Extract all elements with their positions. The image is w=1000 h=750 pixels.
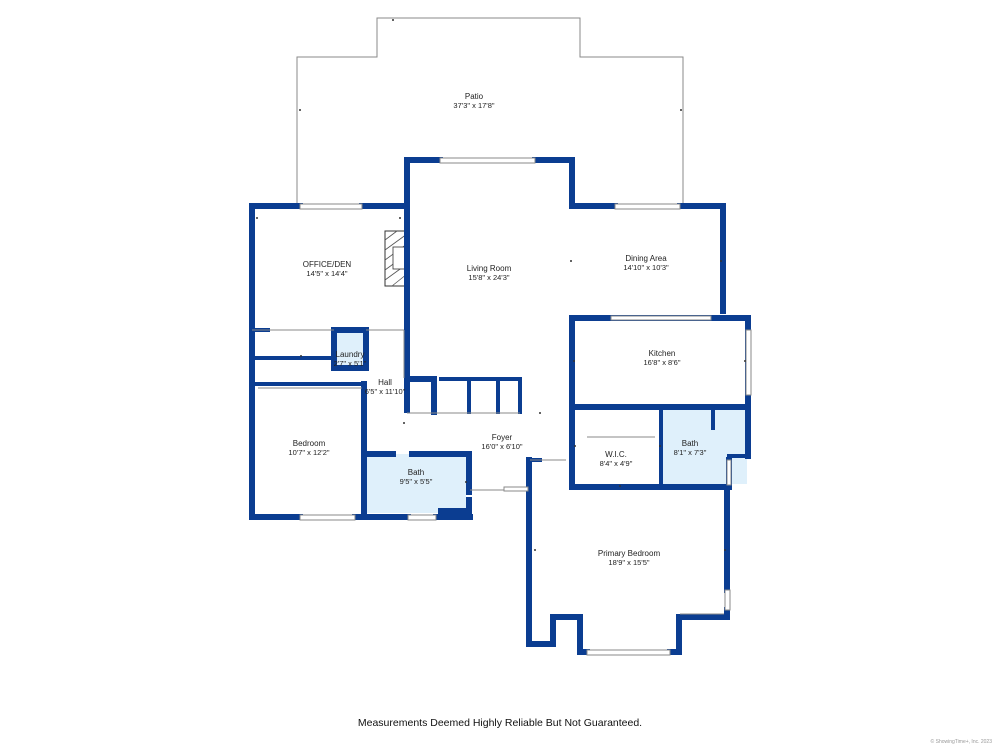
- room-label-laundry: Laundry 2'7" x 5'1": [334, 350, 367, 368]
- room-name: Patio: [465, 92, 484, 101]
- bath-fill-hall: [367, 454, 466, 513]
- room-dims: 14'10" x 10'3": [623, 263, 669, 272]
- room-name: Bedroom: [293, 439, 326, 448]
- room-name: Hall: [378, 378, 392, 387]
- room-label-dining: Dining Area 14'10" x 10'3": [623, 254, 669, 272]
- room-dims: 16'0" x 6'10": [481, 442, 522, 451]
- room-label-hall: Hall 6'5" x 11'10": [365, 378, 406, 396]
- room-name: Kitchen: [649, 349, 676, 358]
- interior-lines: [252, 329, 724, 615]
- patio-outline: [296, 17, 684, 203]
- room-dims: 8'1" x 7'3": [674, 448, 707, 457]
- bath-fill-primary: [661, 409, 747, 484]
- room-label-bath-hall: Bath 9'5" x 5'5": [400, 468, 433, 486]
- room-dims: 6'5" x 11'10": [365, 387, 406, 396]
- room-dims: 18'9" x 15'5": [608, 558, 649, 567]
- windows: [299, 157, 752, 656]
- room-label-primary: Primary Bedroom 18'9" x 15'5": [598, 549, 661, 567]
- room-dims: 9'5" x 5'5": [400, 477, 433, 486]
- room-dims: 2'7" x 5'1": [334, 359, 367, 368]
- room-dims: 16'8" x 8'6": [644, 358, 681, 367]
- room-name: OFFICE/DEN: [303, 260, 352, 269]
- laundry-fill: [336, 330, 364, 368]
- room-dims: 10'7" x 12'2": [288, 448, 329, 457]
- room-name: Primary Bedroom: [598, 549, 661, 558]
- room-label-patio: Patio 37'3" x 17'8": [453, 92, 494, 110]
- room-label-bedroom: Bedroom 10'7" x 12'2": [288, 439, 329, 457]
- room-name: W.I.C.: [605, 450, 627, 459]
- room-dims: 8'4" x 4'9": [600, 459, 633, 468]
- room-dims: 37'3" x 17'8": [453, 101, 494, 110]
- room-name: Dining Area: [625, 254, 667, 263]
- copyright-text: © ShowingTime+, Inc. 2023: [930, 739, 992, 745]
- room-dims: 15'8" x 24'3": [468, 273, 509, 282]
- room-name: Bath: [408, 468, 424, 477]
- walls: [249, 157, 751, 655]
- room-name: Laundry: [336, 350, 365, 359]
- room-label-wic: W.I.C. 8'4" x 4'9": [600, 450, 633, 468]
- room-name: Foyer: [492, 433, 513, 442]
- room-label-office: OFFICE/DEN 14'5" x 14'4": [303, 260, 352, 278]
- disclaimer-text: Measurements Deemed Highly Reliable But …: [357, 717, 643, 729]
- fireplace: [384, 230, 408, 287]
- room-name: Living Room: [467, 264, 512, 273]
- room-name: Bath: [682, 439, 698, 448]
- room-label-bath-primary: Bath 8'1" x 7'3": [674, 439, 707, 457]
- room-label-kitchen: Kitchen 16'8" x 8'6": [644, 349, 681, 367]
- room-label-living: Living Room 15'8" x 24'3": [467, 264, 512, 282]
- room-label-foyer: Foyer 16'0" x 6'10": [481, 433, 522, 451]
- room-dims: 14'5" x 14'4": [306, 269, 347, 278]
- marker-dots: [256, 19, 746, 551]
